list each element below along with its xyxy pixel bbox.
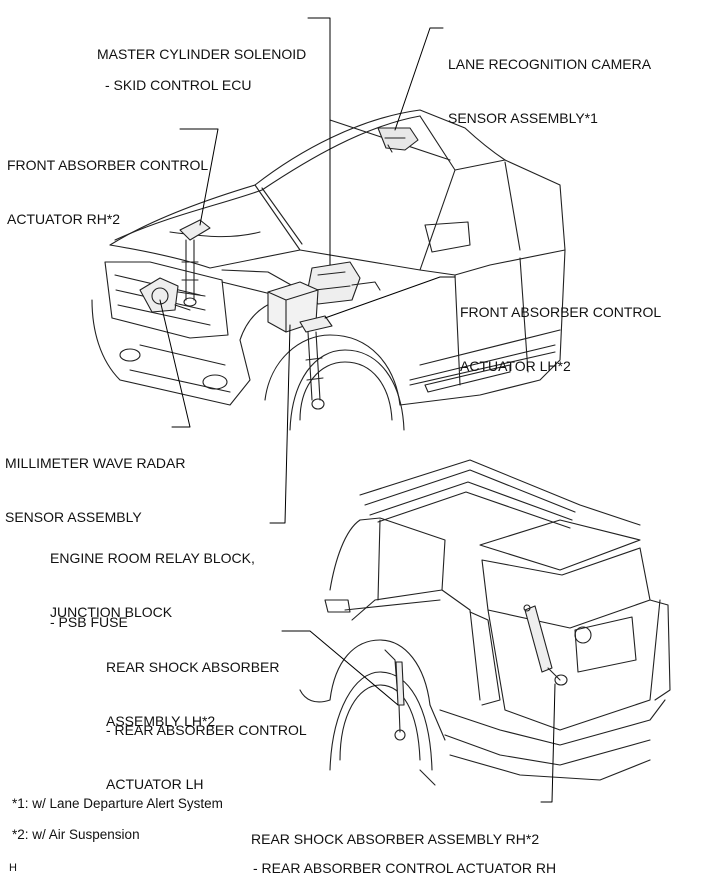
leader-lines — [159, 17, 556, 803]
relay-block-label: ENGINE ROOM RELAY BLOCK, JUNCTION BLOCK — [50, 550, 255, 620]
rear-vehicle-drawing — [299, 459, 671, 786]
front-absorber-rh-label: FRONT ABSORBER CONTROL ACTUATOR RH*2 — [7, 157, 209, 227]
radar-sensor-label: MILLIMETER WAVE RADAR SENSOR ASSEMBLY — [5, 455, 186, 525]
figure-code: H — [9, 862, 17, 874]
rear-components — [394, 604, 568, 741]
rear-actuator-lh-label: - REAR ABSORBER CONTROL ACTUATOR LH — [106, 722, 307, 792]
skid-control-ecu-label: - SKID CONTROL ECU — [105, 77, 252, 93]
lane-camera-label: LANE RECOGNITION CAMERA SENSOR ASSEMBLY*… — [448, 56, 652, 126]
rear-shock-lh-label: REAR SHOCK ABSORBER ASSEMBLY LH*2 — [106, 659, 280, 729]
footnote-2: *2: w/ Air Suspension — [12, 827, 140, 842]
rear-shock-rh-label: REAR SHOCK ABSORBER ASSEMBLY RH*2 — [251, 831, 540, 847]
footnote-1: *1: w/ Lane Departure Alert System — [12, 796, 223, 811]
rear-actuator-rh-label: - REAR ABSORBER CONTROL ACTUATOR RH — [253, 860, 557, 876]
front-components — [139, 127, 419, 410]
psb-fuse-label: - PSB FUSE — [50, 614, 128, 630]
front-absorber-lh-label: FRONT ABSORBER CONTROL ACTUATOR LH*2 — [460, 304, 662, 374]
master-cylinder-solenoid-label: MASTER CYLINDER SOLENOID — [97, 46, 307, 62]
